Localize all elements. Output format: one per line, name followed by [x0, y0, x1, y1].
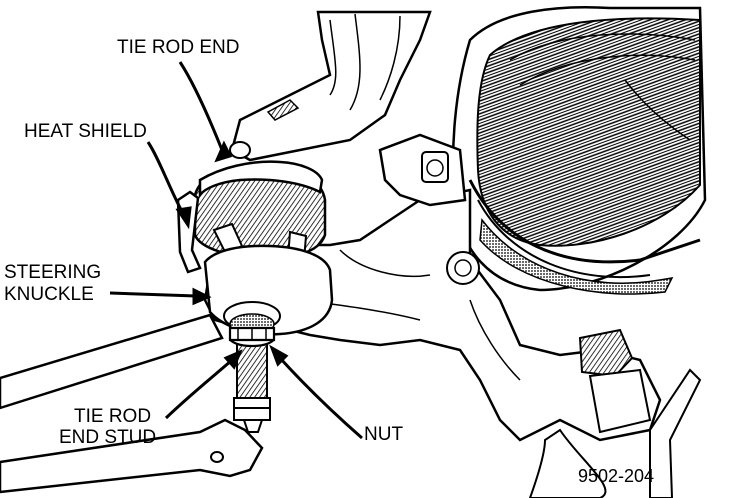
label-tie-rod-end-stud-line1: TIE ROD [74, 406, 152, 427]
arrow-heat-shield [146, 141, 186, 216]
arrow-nut [278, 356, 363, 440]
upper-strut [230, 10, 432, 162]
label-steering-knuckle-line2: KNUCKLE [4, 284, 94, 305]
leader-arrows [109, 61, 363, 440]
arrow-tie-rod-end-stud [164, 358, 233, 420]
arrowhead-nut [269, 344, 289, 367]
label-nut: NUT [364, 424, 404, 445]
arrowhead-heat-shield [175, 206, 192, 230]
castle-nut [228, 326, 276, 348]
tie-rod-end-stud [233, 339, 271, 433]
label-heat-shield: HEAT SHIELD [24, 121, 147, 142]
arrowhead-tie-rod-end-stud [223, 349, 243, 370]
label-tie-rod-end: TIE ROD END [117, 37, 240, 58]
steering-knuckle-body [203, 133, 702, 498]
arrow-steering-knuckle [109, 291, 197, 298]
label-steering-knuckle-line1: STEERING [4, 262, 102, 283]
cv-joint-boot [451, 5, 707, 295]
arrowhead-steering-knuckle [192, 287, 212, 306]
figure-number: 9502-204 [578, 466, 655, 486]
tie-rod-end-housing [193, 141, 327, 262]
tie-rod-shaft [0, 313, 264, 494]
label-tie-rod-end-stud-line2: END STUD [59, 427, 157, 448]
arrow-tie-rod-end [178, 61, 224, 151]
knuckle-arm [203, 244, 334, 336]
arrowhead-tie-rod-end [214, 140, 233, 163]
